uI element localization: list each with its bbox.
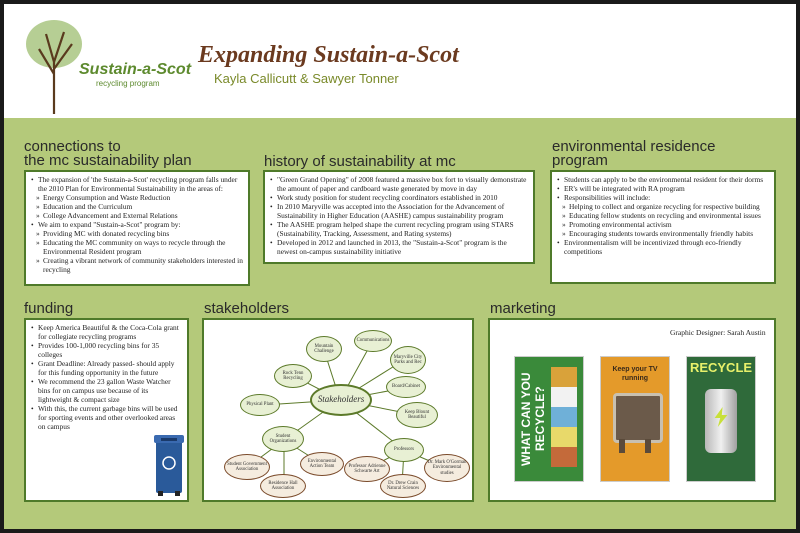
green-panel: connections to the mc sustainability pla… <box>4 118 796 529</box>
sub-bullet-item: Education and the Curriculum <box>31 202 243 211</box>
bullet-item: Students can apply to be the environment… <box>557 175 769 184</box>
bullet-item: Developed in 2012 and launched in 2013, … <box>270 238 528 256</box>
history-list: "Green Grand Opening" of 2008 featured a… <box>270 175 528 256</box>
poster-authors: Kayla Callicutt & Sawyer Tonner <box>214 71 399 86</box>
poster-title: Expanding Sustain-a-Scot <box>198 42 459 68</box>
poster-1-text: WHAT CAN YOU RECYCLE? <box>519 372 547 466</box>
bullet-item: The expansion of 'the Sustain-a-Scot' re… <box>31 175 243 193</box>
node-rock-tenn: Rock Tenn Recycling <box>274 364 312 388</box>
connections-title: connections to the mc sustainability pla… <box>24 138 192 169</box>
bullet-item: Work study position for student recyclin… <box>270 193 528 202</box>
environmental-box: Students can apply to be the environment… <box>550 170 776 284</box>
node-board-cabinet: Board/Cabinet <box>386 376 426 398</box>
environmental-title-line2: program <box>552 152 608 169</box>
poster-3-text: RECYCLE <box>689 360 753 375</box>
node-communications: Communications <box>354 330 392 352</box>
poster: Sustain-a-Scot recycling program Expandi… <box>4 4 796 529</box>
history-title: history of sustainability at mc <box>264 153 456 170</box>
bullet-item: "Green Grand Opening" of 2008 featured a… <box>270 175 528 193</box>
node-prof-schwarte: Professor Adrienne Schwarte Art <box>344 456 390 482</box>
sub-bullet-item: Encouraging students towards environment… <box>557 229 769 238</box>
funding-list: Keep America Beautiful & the Coca-Cola g… <box>31 323 182 431</box>
marketing-poster-2: Keep your TV running <box>600 356 670 482</box>
sub-bullet-item: Educating the MC community on ways to re… <box>31 238 243 256</box>
node-student-government: Student Government Association <box>224 454 270 480</box>
sub-bullet-item: Energy Consumption and Waste Reduction <box>31 193 243 202</box>
connections-title-line1: connections to <box>24 138 121 155</box>
connections-box: The expansion of 'the Sustain-a-Scot' re… <box>24 170 250 286</box>
connections-list: The expansion of 'the Sustain-a-Scot' re… <box>31 175 243 274</box>
node-environmental-action: Environmental Action Team <box>300 452 344 476</box>
node-professors: Professors <box>384 438 424 462</box>
sub-bullet-item: Educating fellow students on recycling a… <box>557 211 769 220</box>
environmental-list: Students can apply to be the environment… <box>557 175 769 256</box>
bullet-item: Provides 100-1,000 recycling bins for 35… <box>31 341 182 359</box>
sub-bullet-item: Creating a vibrant network of community … <box>31 256 243 274</box>
sub-bullet-item: Promoting environmental activism <box>557 220 769 229</box>
poster-2-text: Keep your TV running <box>612 366 658 382</box>
bullet-item: Responsibilities will include: <box>557 193 769 202</box>
stakeholders-box: Stakeholders Mountain Challenge Communic… <box>202 318 474 502</box>
logo-text: Sustain-a-Scot <box>79 61 192 78</box>
tv-leg-left-icon <box>619 439 625 453</box>
history-box: "Green Grand Opening" of 2008 featured a… <box>263 170 535 264</box>
marketing-title: marketing <box>490 300 556 317</box>
sub-bullet-item: Helping to collect and organize recyclin… <box>557 202 769 211</box>
tv-icon <box>613 393 663 443</box>
node-maryville-city-parks: Maryville City Parks and Rec <box>390 346 426 374</box>
bullet-item: Keep America Beautiful & the Coca-Cola g… <box>31 323 182 341</box>
stakeholders-center-node: Stakeholders <box>310 384 372 416</box>
node-physical-plant: Physical Plant <box>240 394 280 416</box>
poster-1-illustration <box>551 367 577 467</box>
sub-bullet-item: College Advancement and External Relatio… <box>31 211 243 220</box>
environmental-title-line1: environmental residence <box>552 138 716 155</box>
stakeholders-title: stakeholders <box>204 300 290 317</box>
funding-box: Keep America Beautiful & the Coca-Cola g… <box>24 318 189 502</box>
bullet-item: The AASHE program helped shape the curre… <box>270 220 528 238</box>
bullet-item: We recommend the 23 gallon Waste Watcher… <box>31 377 182 404</box>
bullet-item: With this, the current garbage bins will… <box>31 404 182 431</box>
sub-bullet-item: Providing MC with donated recycling bins <box>31 229 243 238</box>
bullet-item: Environmentalism will be incentivized th… <box>557 238 769 256</box>
node-residence-hall: Residence Hall Association <box>260 474 306 498</box>
logo-subtitle: recycling program <box>96 79 160 88</box>
bullet-item: In 2010 Maryville was accepted into the … <box>270 202 528 220</box>
connections-title-line2: the mc sustainability plan <box>24 152 192 169</box>
node-dr-ogorman: Dr. Mark O'Gorman Environmental studies <box>424 454 470 482</box>
graphic-designer-credit: Graphic Designer: Sarah Austin <box>670 328 766 337</box>
tree-logo-icon <box>26 20 82 114</box>
funding-title: funding <box>24 300 74 317</box>
node-dr-crain: Dr. Drew Crain Natural Sciences <box>380 474 426 498</box>
bullet-item: Grant Deadline: Already passed- should a… <box>31 359 182 377</box>
bullet-item: We aim to expand "Sustain-a-Scot" progra… <box>31 220 243 229</box>
marketing-poster-3: RECYCLE <box>686 356 756 482</box>
tv-leg-right-icon <box>645 439 651 453</box>
environmental-title: environmental residence program <box>552 138 716 169</box>
marketing-box: Graphic Designer: Sarah Austin WHAT CAN … <box>488 318 776 502</box>
node-student-organizations: Student Organizations <box>262 426 304 452</box>
bullet-item: ER's will be integrated with RA program <box>557 184 769 193</box>
recycling-bin-icon <box>154 435 184 496</box>
node-keep-blount: Keep Blount Beautiful <box>396 402 438 428</box>
node-mountain-challenge: Mountain Challenge <box>306 336 342 362</box>
marketing-poster-1: WHAT CAN YOU RECYCLE? <box>514 356 584 482</box>
